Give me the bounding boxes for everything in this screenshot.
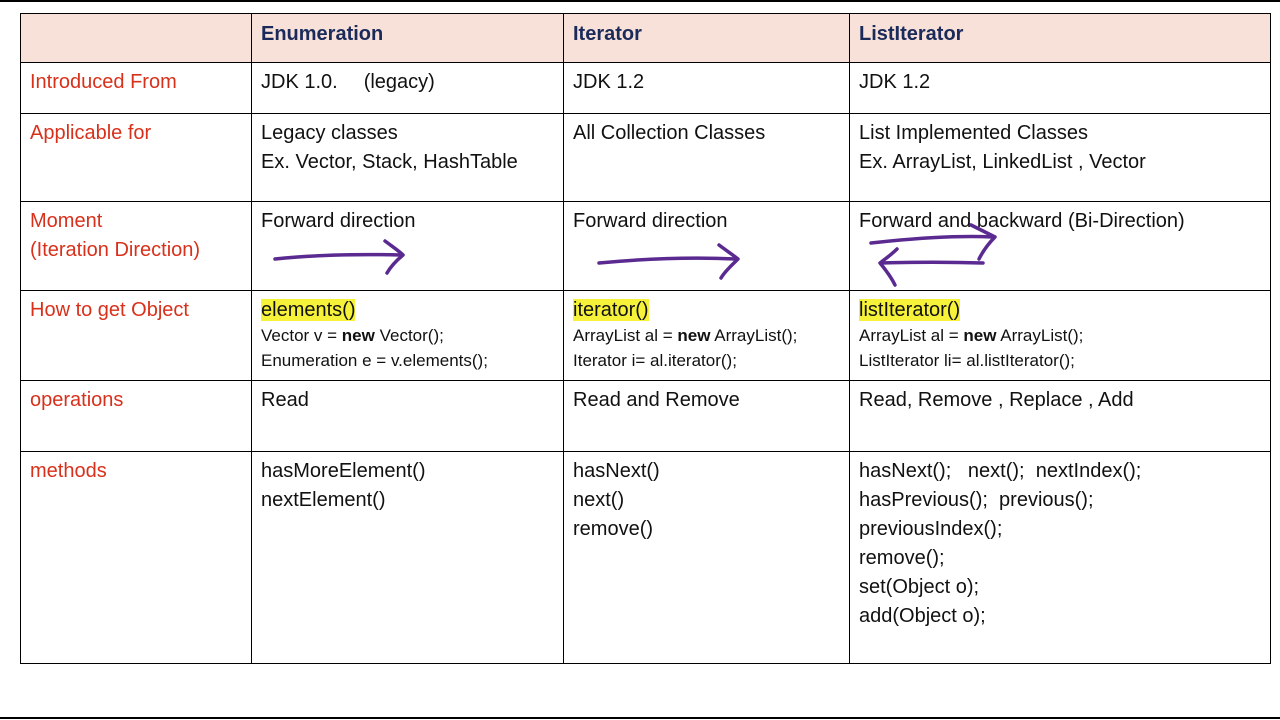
cell-methods-enumeration: hasMoreElement() nextElement() [251,451,564,664]
cell-methods-iterator: hasNext() next() remove() [563,451,850,664]
enumeration-legacy-note: (legacy) [363,71,435,93]
cell-applicable-enumeration: Legacy classes Ex. Vector, Stack, HashTa… [251,113,564,202]
method-line: hasNext(); next(); nextIndex(); [859,460,1142,482]
corner-cell [20,13,252,63]
header-enumeration: Enumeration [251,13,564,63]
top-rule [0,0,1280,2]
label-moment: Moment (Iteration Direction) [20,201,252,291]
code-line: Enumeration e = v.elements(); [261,351,488,370]
method-line: add(Object o); [859,605,986,627]
label-how: How to get Object [20,290,252,381]
applicable-iterator-line: All Collection Classes [573,122,766,144]
applicable-listiterator-line: List Implemented Classes [859,122,1088,144]
code-text: ArrayList(); [710,326,798,345]
code-line: ListIterator li= al.listIterator(); [859,351,1075,370]
cell-operations-iterator: Read and Remove [563,380,850,452]
enumeration-jdk: JDK 1.0. [261,71,338,93]
method-highlight-iterator: iterator() [573,299,649,321]
label-operations: operations [20,380,252,452]
code-text: Vector v = [261,326,342,345]
method-line: next() [573,489,625,511]
moment-enumeration-text: Forward direction [261,210,416,232]
header-iterator: Iterator [563,13,850,63]
header-row: Enumeration Iterator ListIterator [20,13,1271,63]
row-how: How to get Object elements() Vector v = … [20,290,1271,381]
code-line: Vector v = new Vector(); [261,323,554,348]
label-moment-line: Moment [30,210,103,232]
cell-introduced-enumeration: JDK 1.0. (legacy) [251,62,564,114]
label-moment-line: (Iteration Direction) [30,239,201,261]
applicable-enumeration-line: Legacy classes [261,122,398,144]
method-line: set(Object o); [859,576,980,598]
code-text: ArrayList al = [573,326,678,345]
row-methods: methods hasMoreElement() nextElement() h… [20,451,1271,664]
bottom-rule [0,717,1280,719]
moment-iterator-text: Forward direction [573,210,728,232]
method-line: hasMoreElement() [261,460,426,482]
cell-operations-listiterator: Read, Remove , Replace , Add [849,380,1271,452]
cell-how-listiterator: listIterator() ArrayList al = new ArrayL… [849,290,1271,381]
method-line: hasPrevious(); previous(); [859,489,1094,511]
cell-moment-enumeration: Forward direction [251,201,564,291]
code-keyword: new [963,326,997,345]
cell-moment-listiterator: Forward and backward (Bi-Direction) [849,201,1271,291]
cell-moment-iterator: Forward direction [563,201,850,291]
cell-methods-listiterator: hasNext(); next(); nextIndex(); hasPrevi… [849,451,1271,664]
method-line: hasNext() [573,460,660,482]
row-moment: Moment (Iteration Direction) Forward dir… [20,201,1271,291]
cell-how-iterator: iterator() ArrayList al = new ArrayList(… [563,290,850,381]
method-highlight-listiterator: listIterator() [859,299,961,321]
code-text: ArrayList(); [996,326,1084,345]
method-line: nextElement() [261,489,386,511]
backward-arrow-icon [878,247,985,287]
code-line: ArrayList al = new ArrayList(); [573,323,840,348]
forward-arrow-icon [869,223,997,261]
code-line: ArrayList al = new ArrayList(); [859,323,1261,348]
row-operations: operations Read Read and Remove Read, Re… [20,380,1271,452]
code-block-listiterator: ArrayList al = new ArrayList(); ListIter… [859,323,1261,373]
code-line: Iterator i= al.iterator(); [573,351,737,370]
method-line: remove() [573,518,654,540]
code-keyword: new [341,326,375,345]
header-listiterator: ListIterator [849,13,1271,63]
comparison-table: Enumeration Iterator ListIterator Introd… [20,13,1271,664]
label-methods: methods [20,451,252,664]
code-keyword: new [677,326,711,345]
cell-operations-enumeration: Read [251,380,564,452]
method-line: previousIndex(); [859,518,1003,540]
row-applicable: Applicable for Legacy classes Ex. Vector… [20,113,1271,202]
cell-applicable-listiterator: List Implemented Classes Ex. ArrayList, … [849,113,1271,202]
applicable-enumeration-line: Ex. Vector, Stack, HashTable [261,151,518,173]
cell-introduced-listiterator: JDK 1.2 [849,62,1271,114]
method-highlight-elements: elements() [261,299,356,321]
forward-arrow-icon [597,243,740,280]
method-line: remove(); [859,547,945,569]
applicable-listiterator-line: Ex. ArrayList, LinkedList , Vector [859,151,1146,173]
code-text: Vector(); [374,326,444,345]
cell-how-enumeration: elements() Vector v = new Vector(); Enum… [251,290,564,381]
cell-introduced-iterator: JDK 1.2 [563,62,850,114]
forward-arrow-icon [273,239,405,275]
row-introduced: Introduced From JDK 1.0. (legacy) JDK 1.2… [20,62,1271,114]
code-text: ArrayList al = [859,326,964,345]
code-block-iterator: ArrayList al = new ArrayList(); Iterator… [573,323,840,373]
moment-listiterator-text: Forward and backward (Bi-Direction) [859,210,1185,232]
label-introduced: Introduced From [20,62,252,114]
label-applicable: Applicable for [20,113,252,202]
cell-applicable-iterator: All Collection Classes [563,113,850,202]
code-block-enumeration: Vector v = new Vector(); Enumeration e =… [261,323,554,373]
